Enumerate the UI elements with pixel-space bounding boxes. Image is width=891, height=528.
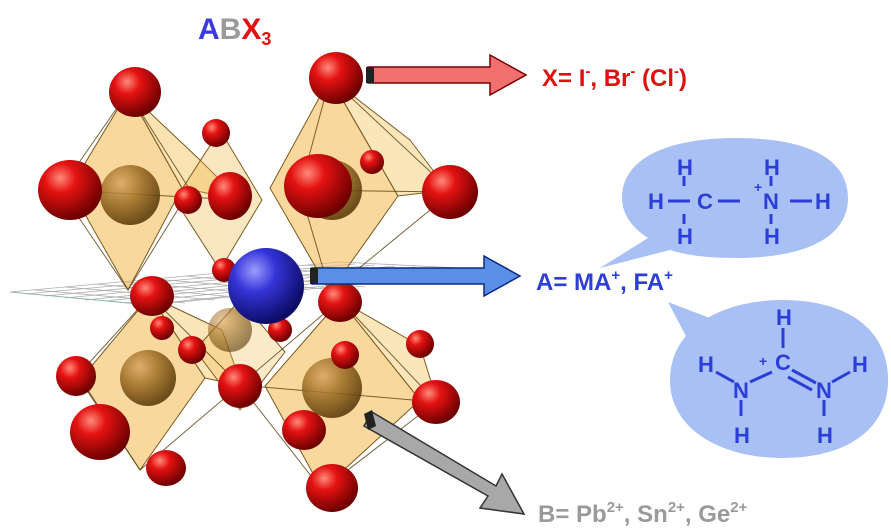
x-site-atom: [422, 165, 478, 219]
x-site-atom: [331, 341, 359, 369]
ma-atom-h: H: [677, 155, 693, 180]
x-site-atoms-back: [150, 119, 434, 369]
ma-atom-h: H: [764, 155, 780, 180]
ma-atom-h: H: [764, 224, 780, 249]
fa-atom-h: H: [817, 423, 833, 448]
x-site-arrow: [366, 53, 528, 97]
b-site-atom: [302, 358, 362, 418]
x-site-atom: [150, 316, 174, 340]
title-b: B: [220, 13, 242, 46]
x-site-atom: [70, 404, 130, 460]
x-site-atom: [282, 410, 326, 450]
x-site-atom: [174, 186, 202, 214]
x-site-atom: [56, 356, 96, 396]
b-site-atom: [120, 350, 176, 406]
ma-atom-n: N: [763, 189, 779, 214]
a-site-label: A= MA+, FA+: [536, 267, 673, 296]
ma-atom-h: H: [677, 224, 693, 249]
x-site-atom: [202, 119, 230, 147]
x-site-atom: [109, 67, 161, 117]
x-site-atom: [406, 330, 434, 358]
x-site-atom: [284, 154, 352, 218]
fa-charge: +: [759, 353, 767, 369]
ma-atom-h: H: [648, 189, 664, 214]
x-site-atom: [38, 160, 102, 220]
fa-atom-h: H: [698, 352, 714, 377]
x-site-atom: [178, 336, 206, 364]
fa-atom-h: H: [734, 423, 750, 448]
x-site-atom: [218, 364, 262, 408]
x-site-atom: [146, 450, 186, 486]
ma-atom-c: C: [697, 189, 713, 214]
b-site-label: B= Pb2+, Sn2+, Ge2+: [538, 499, 748, 528]
x-site-atom: [412, 380, 460, 424]
ma-atom-h: H: [815, 189, 831, 214]
a-site-arrow: [310, 254, 522, 298]
b-site-atom: [100, 165, 160, 225]
title-x: X: [241, 13, 261, 46]
x-site-atom: [309, 52, 363, 104]
fa-atom-n: N: [733, 378, 749, 403]
x-site-atom: [306, 464, 358, 512]
ma-charge: +: [754, 179, 762, 195]
a-site-atom: [228, 248, 304, 324]
x-site-label: X= I-, Br- (Cl-): [542, 63, 687, 92]
title-a: A: [198, 13, 220, 46]
x-site-atom: [360, 150, 384, 174]
b-site-arrow: [362, 410, 526, 515]
x-site-atom: [318, 282, 362, 322]
formamidinium-bubble: H C H N H N H H +: [668, 300, 888, 458]
fa-atom-h: H: [852, 352, 868, 377]
formula-title: ABX3: [198, 13, 271, 49]
b-site-atom: [208, 308, 252, 352]
fa-atom-n: N: [816, 378, 832, 403]
x-site-atom: [130, 276, 174, 316]
x-site-atoms-front: [38, 52, 478, 512]
fa-atom-c: C: [775, 350, 791, 375]
title-subscript: 3: [261, 29, 271, 49]
x-site-atom: [208, 172, 252, 220]
methylammonium-bubble: H H H C N H H H +: [600, 138, 848, 268]
fa-atom-h: H: [776, 305, 792, 330]
x-site-atom: [268, 318, 292, 342]
